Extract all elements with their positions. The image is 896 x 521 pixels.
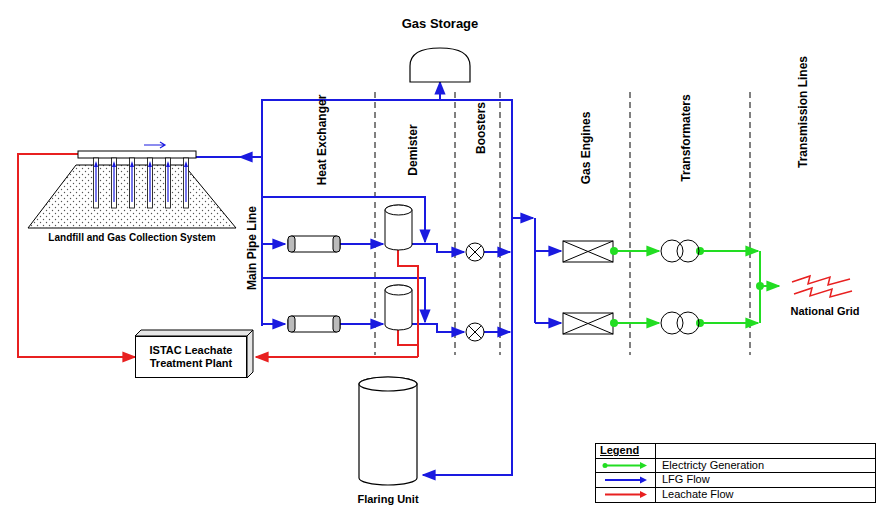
node-label: National Grid <box>780 305 870 318</box>
node-label: Landfill and Gas Collection System <box>24 232 240 244</box>
landfill-node: Landfill and Gas Collection System <box>24 140 240 244</box>
node-outline <box>353 372 423 506</box>
flaring-node: Flaring Unit <box>353 372 423 506</box>
node-label: Gas Storage <box>395 16 485 32</box>
booster-symbol <box>466 243 484 341</box>
column-header: Boosters <box>474 102 488 154</box>
treatment-plant-box: ISTAC Leachate Treatment Plant <box>135 336 247 378</box>
transformer-symbol <box>661 240 699 334</box>
legend-swatch <box>605 494 640 496</box>
heat-exchanger-symbol <box>288 236 340 332</box>
node-label: Flaring Unit <box>353 493 423 506</box>
grid-node: National Grid <box>780 270 870 318</box>
legend-heading: Legend <box>600 444 639 456</box>
legend-swatch <box>605 479 640 481</box>
leachate-pipe <box>256 250 418 357</box>
column-separator <box>375 92 750 355</box>
gas-engine-symbol <box>563 241 613 334</box>
power-line <box>614 251 779 323</box>
legend-sample <box>603 462 648 469</box>
column-header: Transformaters <box>679 94 693 181</box>
legend-frame <box>595 443 876 503</box>
column-header: Heat Exchanger <box>315 95 329 186</box>
storage-node: Gas Storage <box>395 16 485 82</box>
legend-swatch <box>605 465 640 467</box>
node-outline <box>24 140 240 244</box>
column-header: Gas Engines <box>579 112 593 185</box>
box-3d-face <box>135 330 253 378</box>
legend-text: LFG Flow <box>662 473 710 485</box>
node-label: ISTAC Leachate Treatment Plant <box>140 344 242 370</box>
column-header: Demister <box>406 124 420 175</box>
legend-sample <box>605 477 647 484</box>
column-header: Transmission Lines <box>796 56 810 168</box>
pipe-label: Main Pipe Line <box>245 206 259 290</box>
legend-sample <box>605 491 647 498</box>
legend-text: Electricty Generation <box>662 459 764 471</box>
demister-symbol <box>385 205 412 330</box>
legend-text: Leachate Flow <box>662 488 734 500</box>
